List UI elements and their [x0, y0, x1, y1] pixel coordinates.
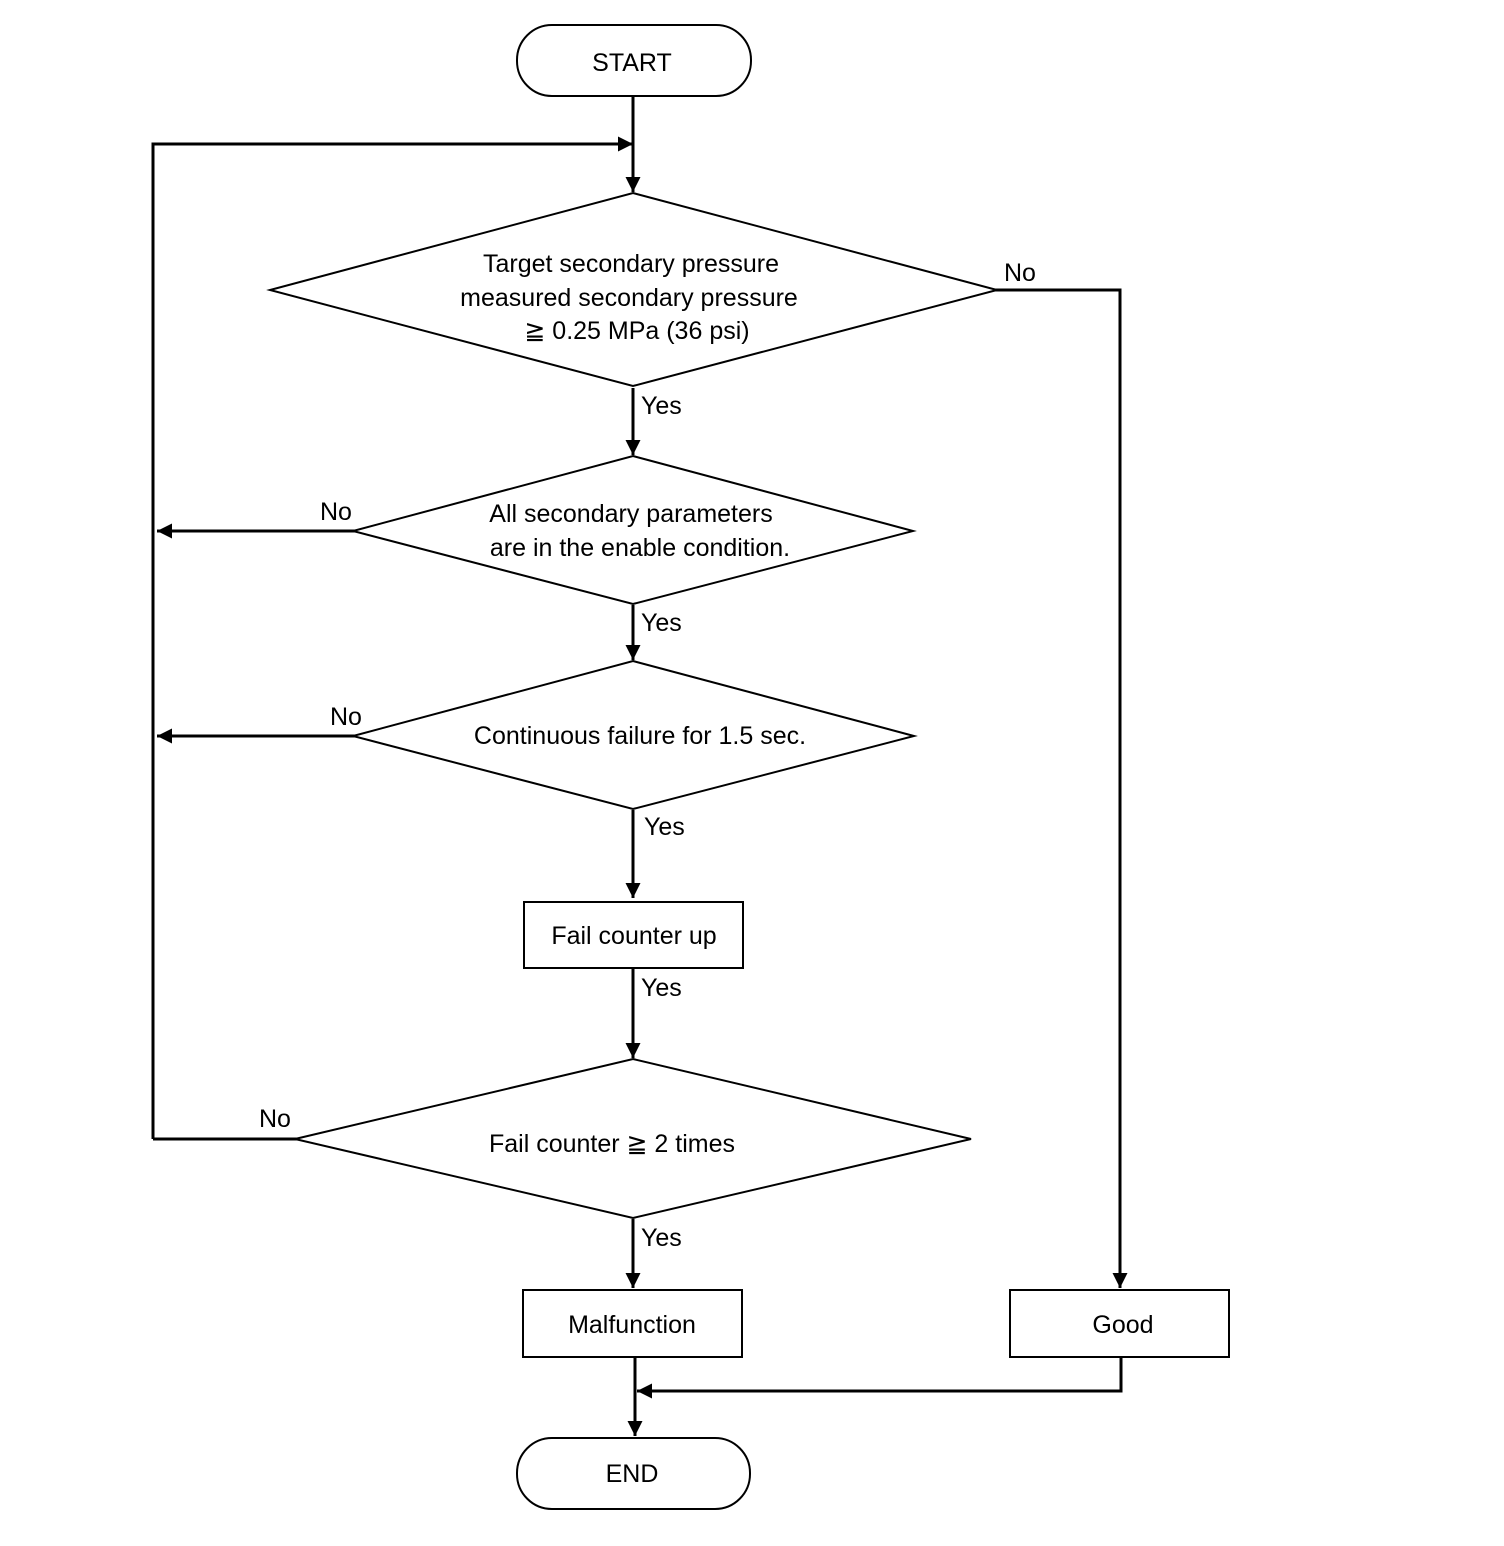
- end-terminal: END: [516, 1437, 751, 1510]
- decision-continuous-label: Continuous failure for 1.5 sec.: [474, 722, 806, 750]
- decision-pressure: Target secondary pressure measured secon…: [266, 191, 1001, 388]
- edge-good-to-end: [637, 1358, 1123, 1399]
- process-malfunction-label: Malfunction: [568, 1311, 696, 1339]
- start-terminal: START: [516, 24, 752, 97]
- edge-label-enable-no: No: [320, 498, 352, 526]
- process-good-label: Good: [1092, 1311, 1153, 1339]
- edge-label-continuous-yes: Yes: [644, 813, 685, 841]
- decision-enable-line2: are in the enable condition.: [490, 534, 790, 562]
- decision-enable-line1: All secondary parameters: [489, 500, 772, 528]
- decision-fail-count-label: Fail counter ≧ 2 times: [489, 1130, 735, 1158]
- edge-label-count-no: No: [259, 1105, 291, 1133]
- edge-label-pressure-yes: Yes: [641, 392, 682, 420]
- process-malfunction: Malfunction: [522, 1289, 743, 1358]
- process-good: Good: [1009, 1289, 1230, 1358]
- decision-pressure-line3: ≧ 0.25 MPa (36 psi): [524, 317, 749, 345]
- edge-pressure-no: [995, 288, 1128, 1288]
- decision-fail-count: Fail counter ≧ 2 times: [294, 1057, 972, 1220]
- decision-continuous: Continuous failure for 1.5 sec.: [349, 659, 918, 811]
- decision-enable: All secondary parameters are in the enab…: [349, 454, 917, 606]
- edge-label-enable-yes: Yes: [641, 609, 682, 637]
- decision-pressure-line2: measured secondary pressure: [460, 284, 798, 312]
- edge-label-pressure-no: No: [1004, 259, 1036, 287]
- decision-pressure-line1: Target secondary pressure: [483, 250, 779, 278]
- edge-label-continuous-no: No: [330, 703, 362, 731]
- start-label: START: [592, 49, 672, 77]
- process-fail-counter-label: Fail counter up: [551, 922, 716, 950]
- edge-label-counter-yes: Yes: [641, 974, 682, 1002]
- edge-loop-return: [151, 136, 633, 1139]
- edge-label-count-yes: Yes: [641, 1224, 682, 1252]
- process-fail-counter: Fail counter up: [523, 901, 744, 969]
- end-label: END: [606, 1460, 659, 1488]
